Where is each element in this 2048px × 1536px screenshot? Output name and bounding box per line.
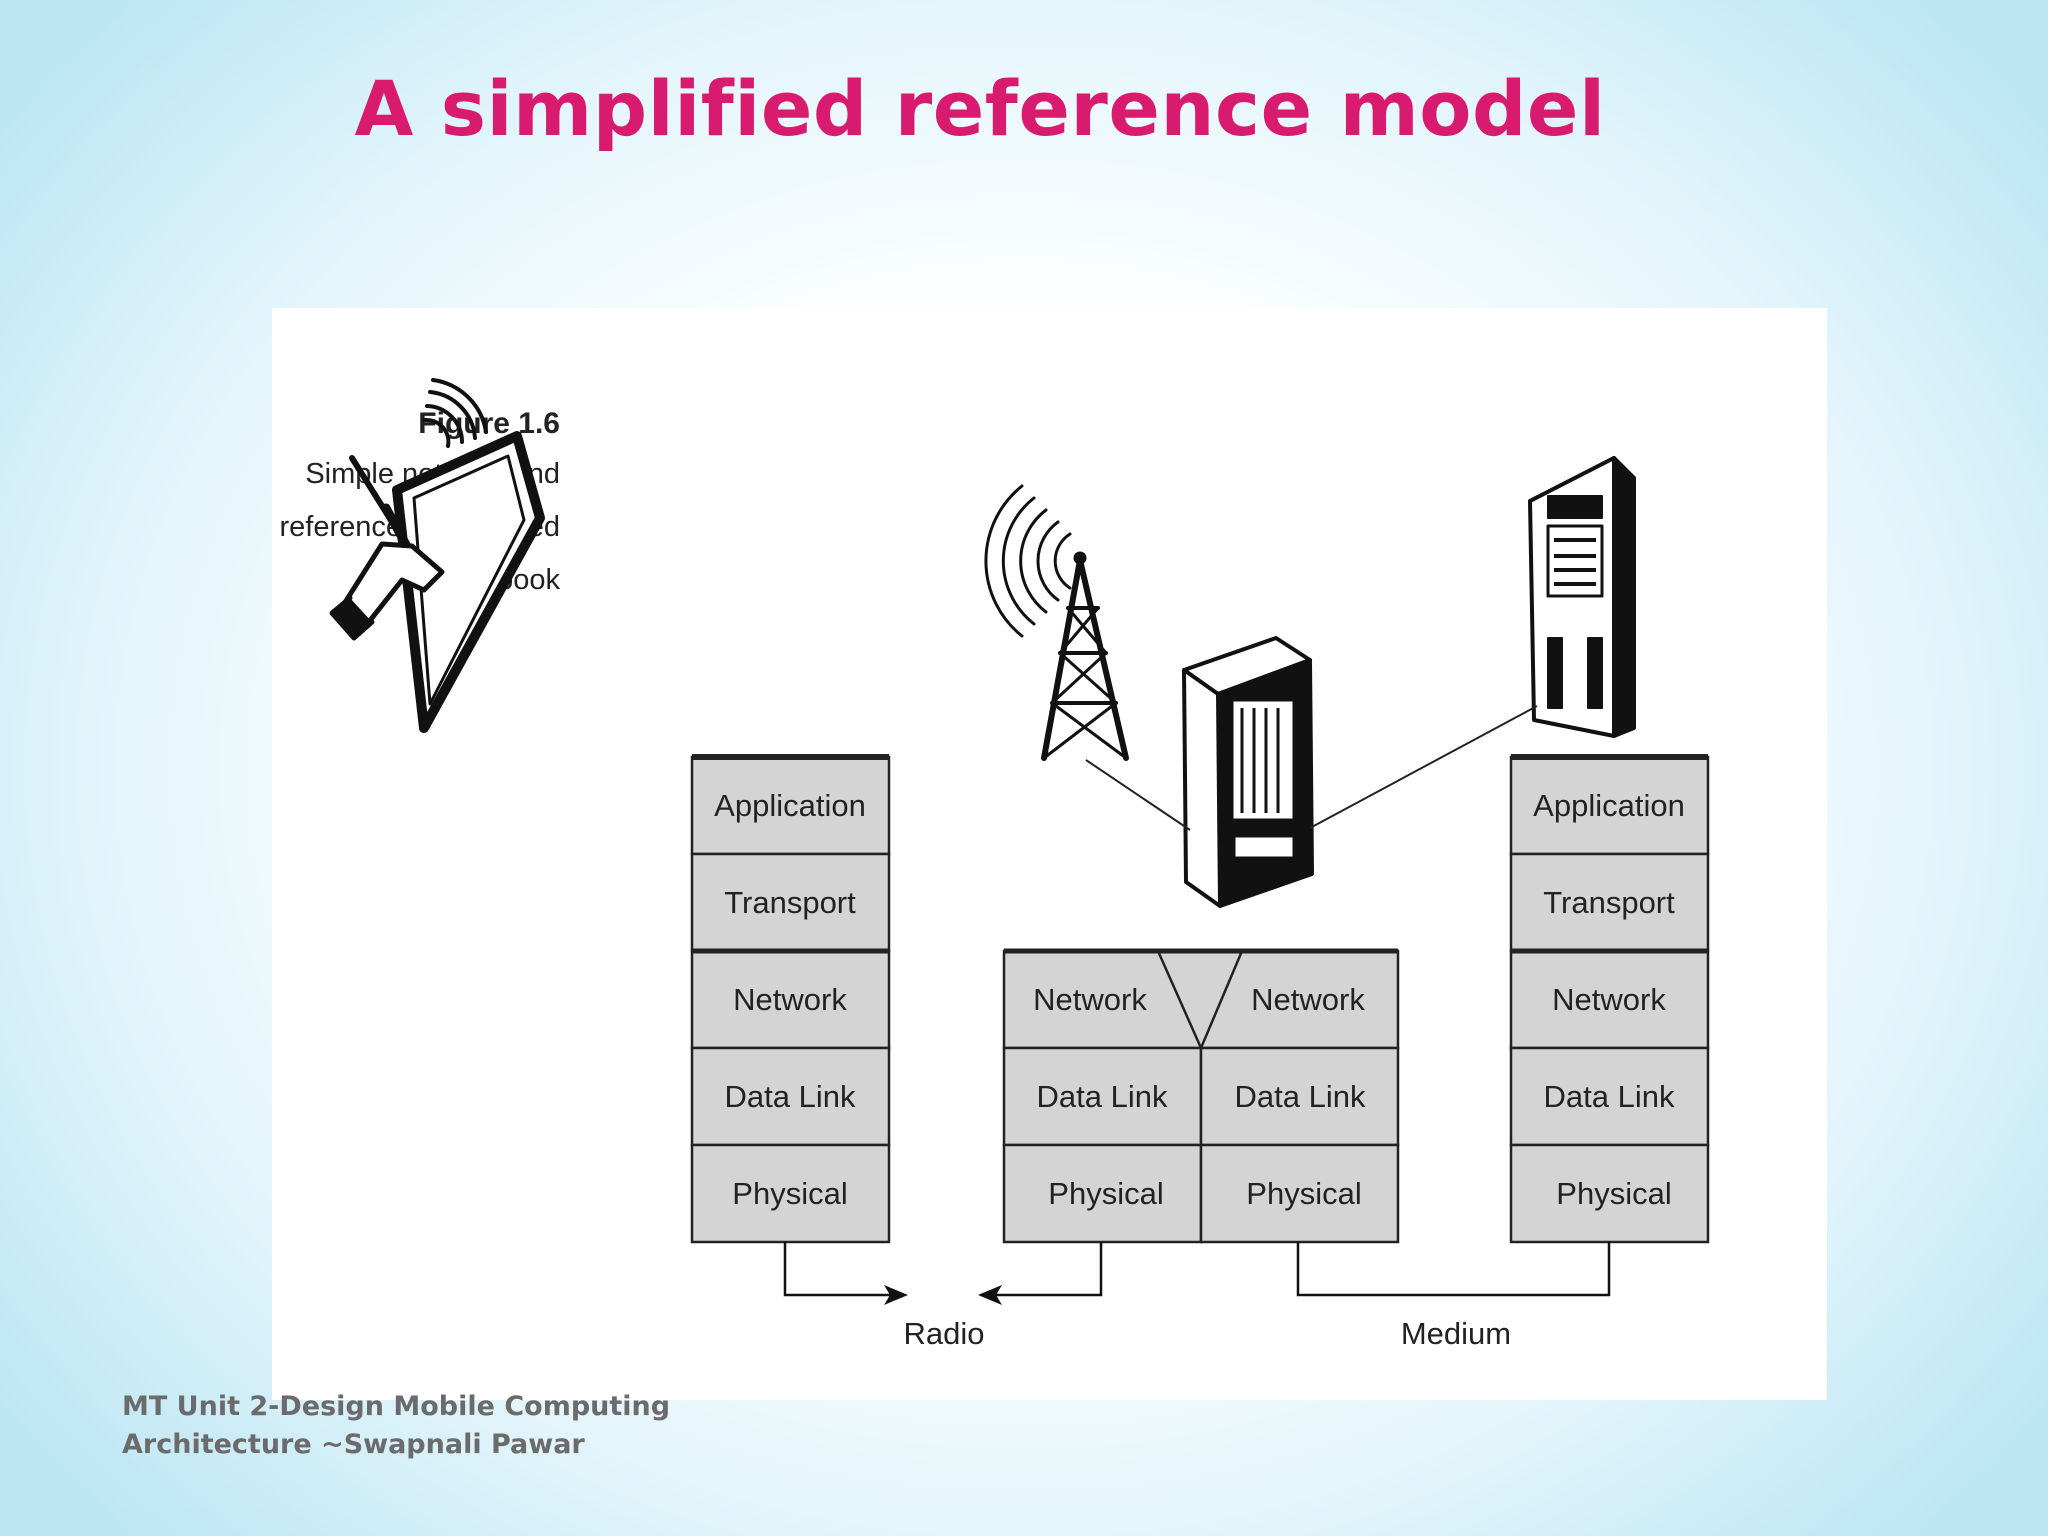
server-icon bbox=[1528, 456, 1636, 738]
left-transport-label: Transport bbox=[724, 885, 856, 920]
router-layer-stack bbox=[1002, 948, 1400, 1244]
right-datalink-label: Data Link bbox=[1544, 1079, 1675, 1114]
tablet-pen-icon bbox=[329, 378, 545, 733]
footer-line-1: MT Unit 2-Design Mobile Computing bbox=[122, 1391, 671, 1422]
slide-title: A simplified reference model bbox=[354, 64, 1606, 153]
figure-panel: Figure 1.6 Simple network and reference … bbox=[272, 308, 1827, 1400]
right-application-label: Application bbox=[1533, 788, 1685, 823]
left-application-label: Application bbox=[714, 788, 866, 823]
router-network-left-label: Network bbox=[1033, 982, 1147, 1017]
router-datalink-right-label: Data Link bbox=[1235, 1079, 1366, 1114]
right-transport-label: Transport bbox=[1543, 885, 1675, 920]
right-physical-label: Physical bbox=[1556, 1176, 1671, 1211]
medium-link bbox=[1296, 1242, 1611, 1297]
router-physical-right-label: Physical bbox=[1246, 1176, 1361, 1211]
radio-link bbox=[783, 1242, 1103, 1297]
reference-model-diagram: Figure 1.6 Simple network and reference … bbox=[280, 378, 1710, 1351]
figure-number: Figure 1.6 bbox=[418, 407, 560, 440]
router-datalink-left-label: Data Link bbox=[1037, 1079, 1168, 1114]
left-datalink-label: Data Link bbox=[725, 1079, 856, 1114]
radio-label: Radio bbox=[904, 1316, 985, 1351]
slide-footer: MT Unit 2-Design Mobile Computing Archit… bbox=[122, 1388, 722, 1464]
left-layer-stack bbox=[690, 754, 891, 1244]
router-network-right-label: Network bbox=[1251, 982, 1365, 1017]
radio-arrowheads bbox=[884, 1285, 1002, 1305]
connection-lines bbox=[1085, 705, 1538, 831]
radio-tower-icon bbox=[984, 484, 1129, 761]
right-network-label: Network bbox=[1552, 982, 1666, 1017]
medium-label: Medium bbox=[1401, 1316, 1511, 1351]
footer-line-2: Architecture ~Swapnali Pawar bbox=[122, 1429, 585, 1460]
right-layer-stack bbox=[1509, 754, 1710, 1244]
router-icon bbox=[1182, 636, 1314, 908]
router-physical-left-label: Physical bbox=[1048, 1176, 1163, 1211]
left-network-label: Network bbox=[733, 982, 847, 1017]
left-physical-label: Physical bbox=[732, 1176, 847, 1211]
